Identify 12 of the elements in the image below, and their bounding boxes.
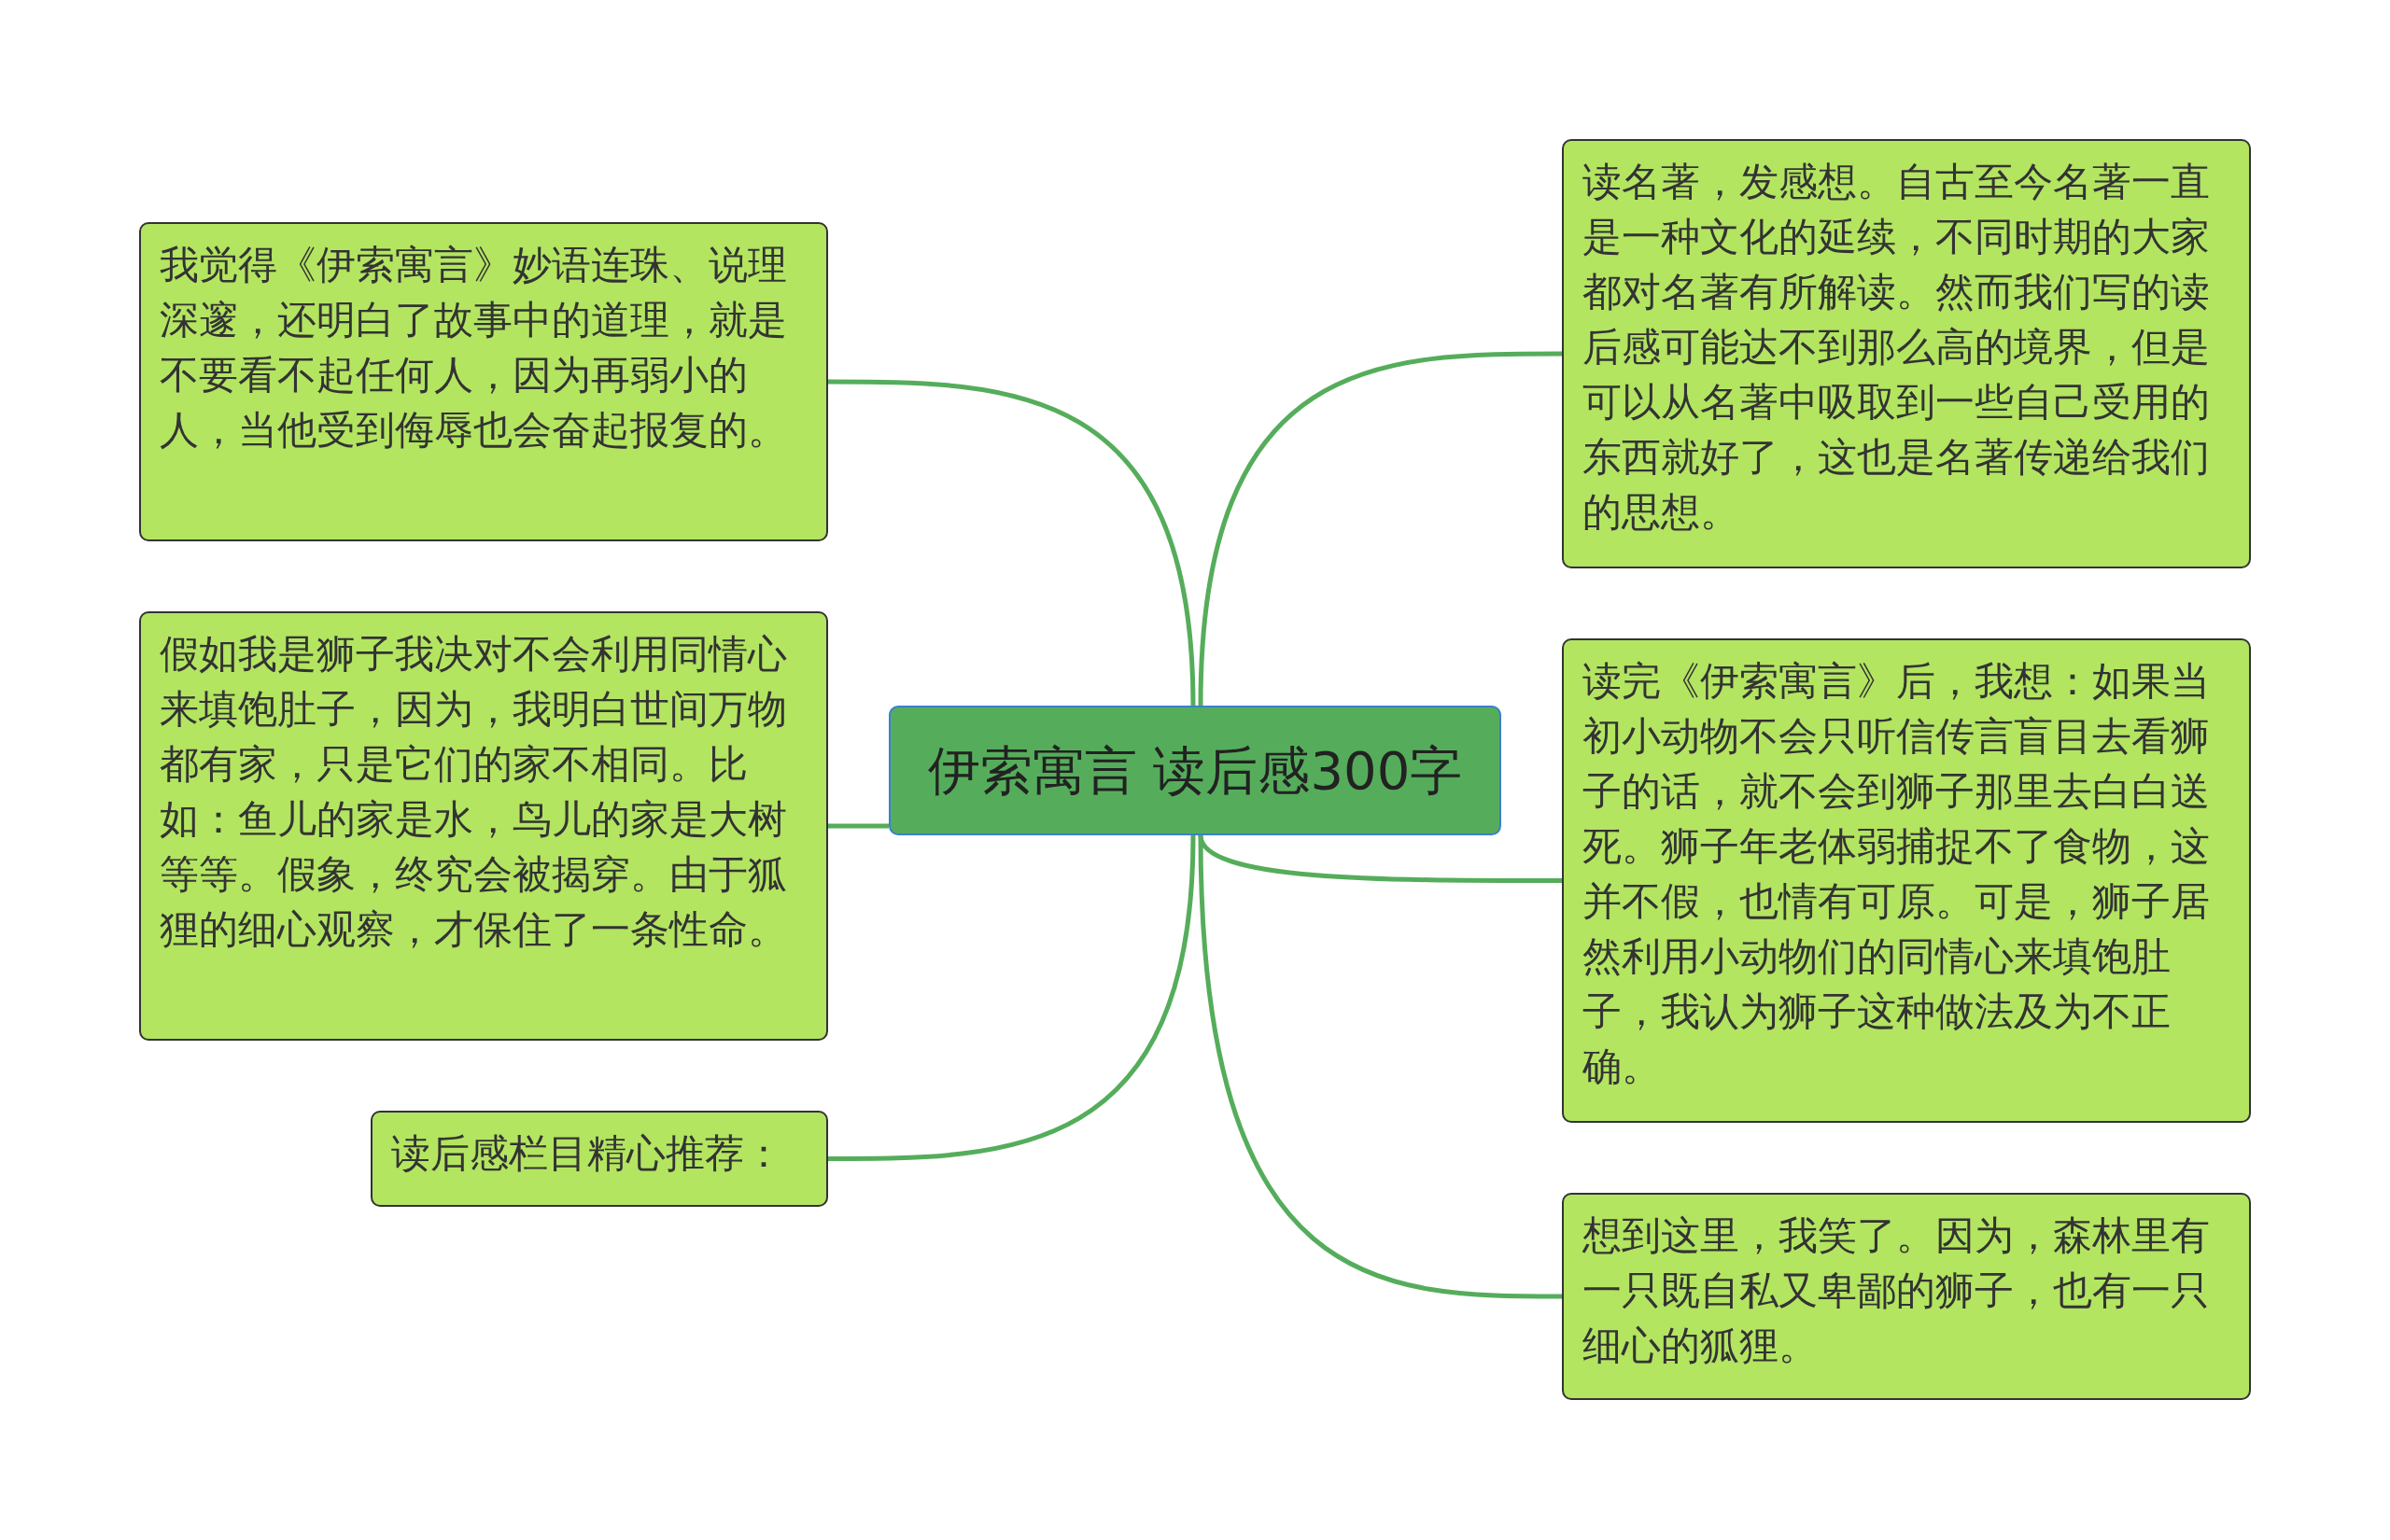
connector-line [828,379,1196,707]
central-topic-box: 伊索寓言 读后感300字 [889,706,1501,835]
topic-box: 想到这里，我笑了。因为，森林里有一只既自私又卑鄙的狮子，也有一只细心的狐狸。 [1562,1193,2251,1400]
connector-line [828,823,889,829]
topic-box: 读后感栏目精心推荐： [371,1111,828,1207]
connector-line [1198,834,1562,1299]
connector-line [1198,351,1562,707]
connector-line [828,834,1196,1161]
topic-box: 读完《伊索寓言》后，我想：如果当初小动物不会只听信传言盲目去看狮子的话，就不会到狮子那里去白白送死。狮子年老体弱捕捉不了食物，这并不假，也情有可原。可是，狮子居然利用小动物们的同情心来填饱肚子，我认为狮子这种做法及为不正确。 [1562,638,2251,1123]
topic-box: 假如我是狮子我决对不会利用同情心来填饱肚子，因为，我明白世间万物都有家，只是它们的家不相同。比如：鱼儿的家是水，鸟儿的家是大树等等。假象，终究会被揭穿。由于狐狸的细心观察，才保住了一条性命。 [139,611,828,1041]
topic-box: 读名著，发感想。自古至今名著一直是一种文化的延续，不同时期的大家都对名著有所解读。然而我们写的读后感可能达不到那么高的境界，但是可以从名著中吸取到一些自己受用的东西就好了，这也是名著传递给我们的思想。 [1562,139,2251,568]
topic-box: 我觉得《伊索寓言》妙语连珠、说理深邃，还明白了故事中的道理，就是不要看不起任何人，因为再弱小的人，当他受到侮辱也会奋起报复的。 [139,222,828,541]
